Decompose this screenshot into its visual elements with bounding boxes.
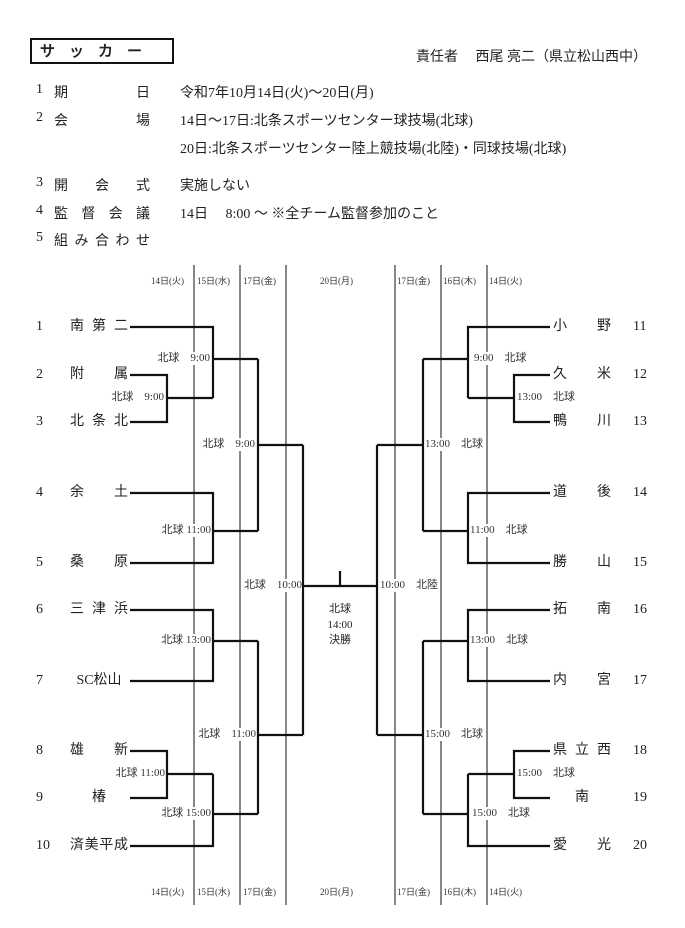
final-label: 決勝 <box>329 634 351 646</box>
match-label: 北球 15:00 <box>161 807 211 820</box>
match-label: 北球 11:00 <box>161 524 211 537</box>
team-name: 鴨川 <box>553 414 611 429</box>
team-number: 20 <box>633 838 647 853</box>
team-number: 14 <box>633 485 647 500</box>
final-venue: 北球 <box>329 603 351 615</box>
final-match: 北球 14:00 決勝 <box>315 602 365 649</box>
team-name: 勝山 <box>553 555 611 570</box>
match-label: 13:00 北球 <box>470 634 529 647</box>
match-label: 13:00 北球 <box>517 391 576 404</box>
date-footer: 20日(月) <box>320 887 353 898</box>
info-value-venue: 14日〜17日:北条スポーツセンター球技場(北球) <box>180 114 473 129</box>
team-number: 8 <box>36 743 43 758</box>
match-label: 10:00 北陸 <box>380 579 439 592</box>
info-num: 3 <box>36 175 43 190</box>
team-name: 附属 <box>70 367 128 382</box>
team-name: 三津浜 <box>70 602 128 617</box>
final-time: 14:00 <box>327 618 353 631</box>
info-label-meeting: 監督会議 <box>54 207 150 222</box>
team-number: 4 <box>36 485 43 500</box>
date-header: 14日(火) <box>151 276 184 287</box>
responsible-person: 責任者 西尾 亮二（県立松山西中） <box>416 50 647 65</box>
info-value-dates: 令和7年10月14日(火)〜20日(月) <box>180 86 374 101</box>
date-footer: 14日(火) <box>151 887 184 898</box>
team-number: 10 <box>36 838 50 853</box>
team-number: 12 <box>633 367 647 382</box>
team-name: 雄新 <box>70 743 128 758</box>
team-name: 桑原 <box>70 555 128 570</box>
team-name: 余土 <box>70 485 128 500</box>
info-label-dates: 期日 <box>54 86 150 101</box>
date-header: 14日(火) <box>489 276 522 287</box>
info-value-meeting: 14日 8:00 〜 ※全チーム監督参加のこと <box>180 207 439 222</box>
team-number: 11 <box>633 319 647 334</box>
team-number: 7 <box>36 673 43 688</box>
team-number: 9 <box>36 790 43 805</box>
team-number: 15 <box>633 555 647 570</box>
match-label: 北球 13:00 <box>161 634 211 647</box>
team-name: 久米 <box>553 367 611 382</box>
team-number: 19 <box>633 790 647 805</box>
date-footer: 14日(火) <box>489 887 522 898</box>
match-label: 15:00 北球 <box>425 728 484 741</box>
info-num: 4 <box>36 203 43 218</box>
info-num: 1 <box>36 82 43 97</box>
info-value-venue-2: 20日:北条スポーツセンター陸上競技場(北陸)・同球技場(北球) <box>180 142 567 157</box>
match-label: 15:00 北球 <box>517 767 576 780</box>
match-label: 北球 9:00 <box>111 391 164 404</box>
info-label-bracket: 組み合わせ <box>54 234 150 249</box>
info-value-opening: 実施しない <box>180 179 250 194</box>
bracket-paths <box>130 325 550 848</box>
team-number: 1 <box>36 319 43 334</box>
date-footer: 15日(水) <box>197 887 230 898</box>
team-name: 内宮 <box>553 673 611 688</box>
match-label: 13:00 北球 <box>425 438 484 451</box>
team-name: 椿 <box>92 790 106 805</box>
team-name: 県立西 <box>553 743 611 758</box>
info-num: 5 <box>36 230 43 245</box>
team-name: SC松山 <box>76 673 122 688</box>
info-label-opening: 開会式 <box>54 179 150 194</box>
team-name: 北条北 <box>70 414 128 429</box>
team-number: 2 <box>36 367 43 382</box>
team-name: 小野 <box>553 319 611 334</box>
sport-title: サッカー <box>30 38 174 64</box>
date-footer: 16日(木) <box>443 887 476 898</box>
team-number: 18 <box>633 743 647 758</box>
date-header: 17日(金) <box>397 276 430 287</box>
date-header: 16日(木) <box>443 276 476 287</box>
team-number: 17 <box>633 673 647 688</box>
match-label: 北球 9:00 <box>202 438 255 451</box>
team-name: 済美平成 <box>70 838 128 853</box>
team-number: 16 <box>633 602 647 617</box>
date-footer: 17日(金) <box>397 887 430 898</box>
match-label: 北球 11:00 <box>198 728 256 741</box>
team-number: 5 <box>36 555 43 570</box>
team-number: 13 <box>633 414 647 429</box>
date-footer: 17日(金) <box>243 887 276 898</box>
match-label: 9:00 北球 <box>474 352 527 365</box>
team-number: 3 <box>36 414 43 429</box>
info-num: 2 <box>36 110 43 125</box>
match-label: 北球 9:00 <box>157 352 210 365</box>
info-label-venue: 会場 <box>54 114 150 129</box>
match-label: 15:00 北球 <box>472 807 531 820</box>
date-header: 15日(水) <box>197 276 230 287</box>
team-name: 道後 <box>553 485 611 500</box>
match-label: 北球 10:00 <box>243 579 302 592</box>
match-label: 北球 11:00 <box>115 767 165 780</box>
date-header: 20日(月) <box>320 276 353 287</box>
team-name: 愛光 <box>553 838 611 853</box>
team-name: 南第二 <box>70 319 128 334</box>
match-label: 11:00 北球 <box>470 524 528 537</box>
team-name: 拓南 <box>553 602 611 617</box>
team-name: 南 <box>575 790 589 805</box>
team-number: 6 <box>36 602 43 617</box>
date-header: 17日(金) <box>243 276 276 287</box>
